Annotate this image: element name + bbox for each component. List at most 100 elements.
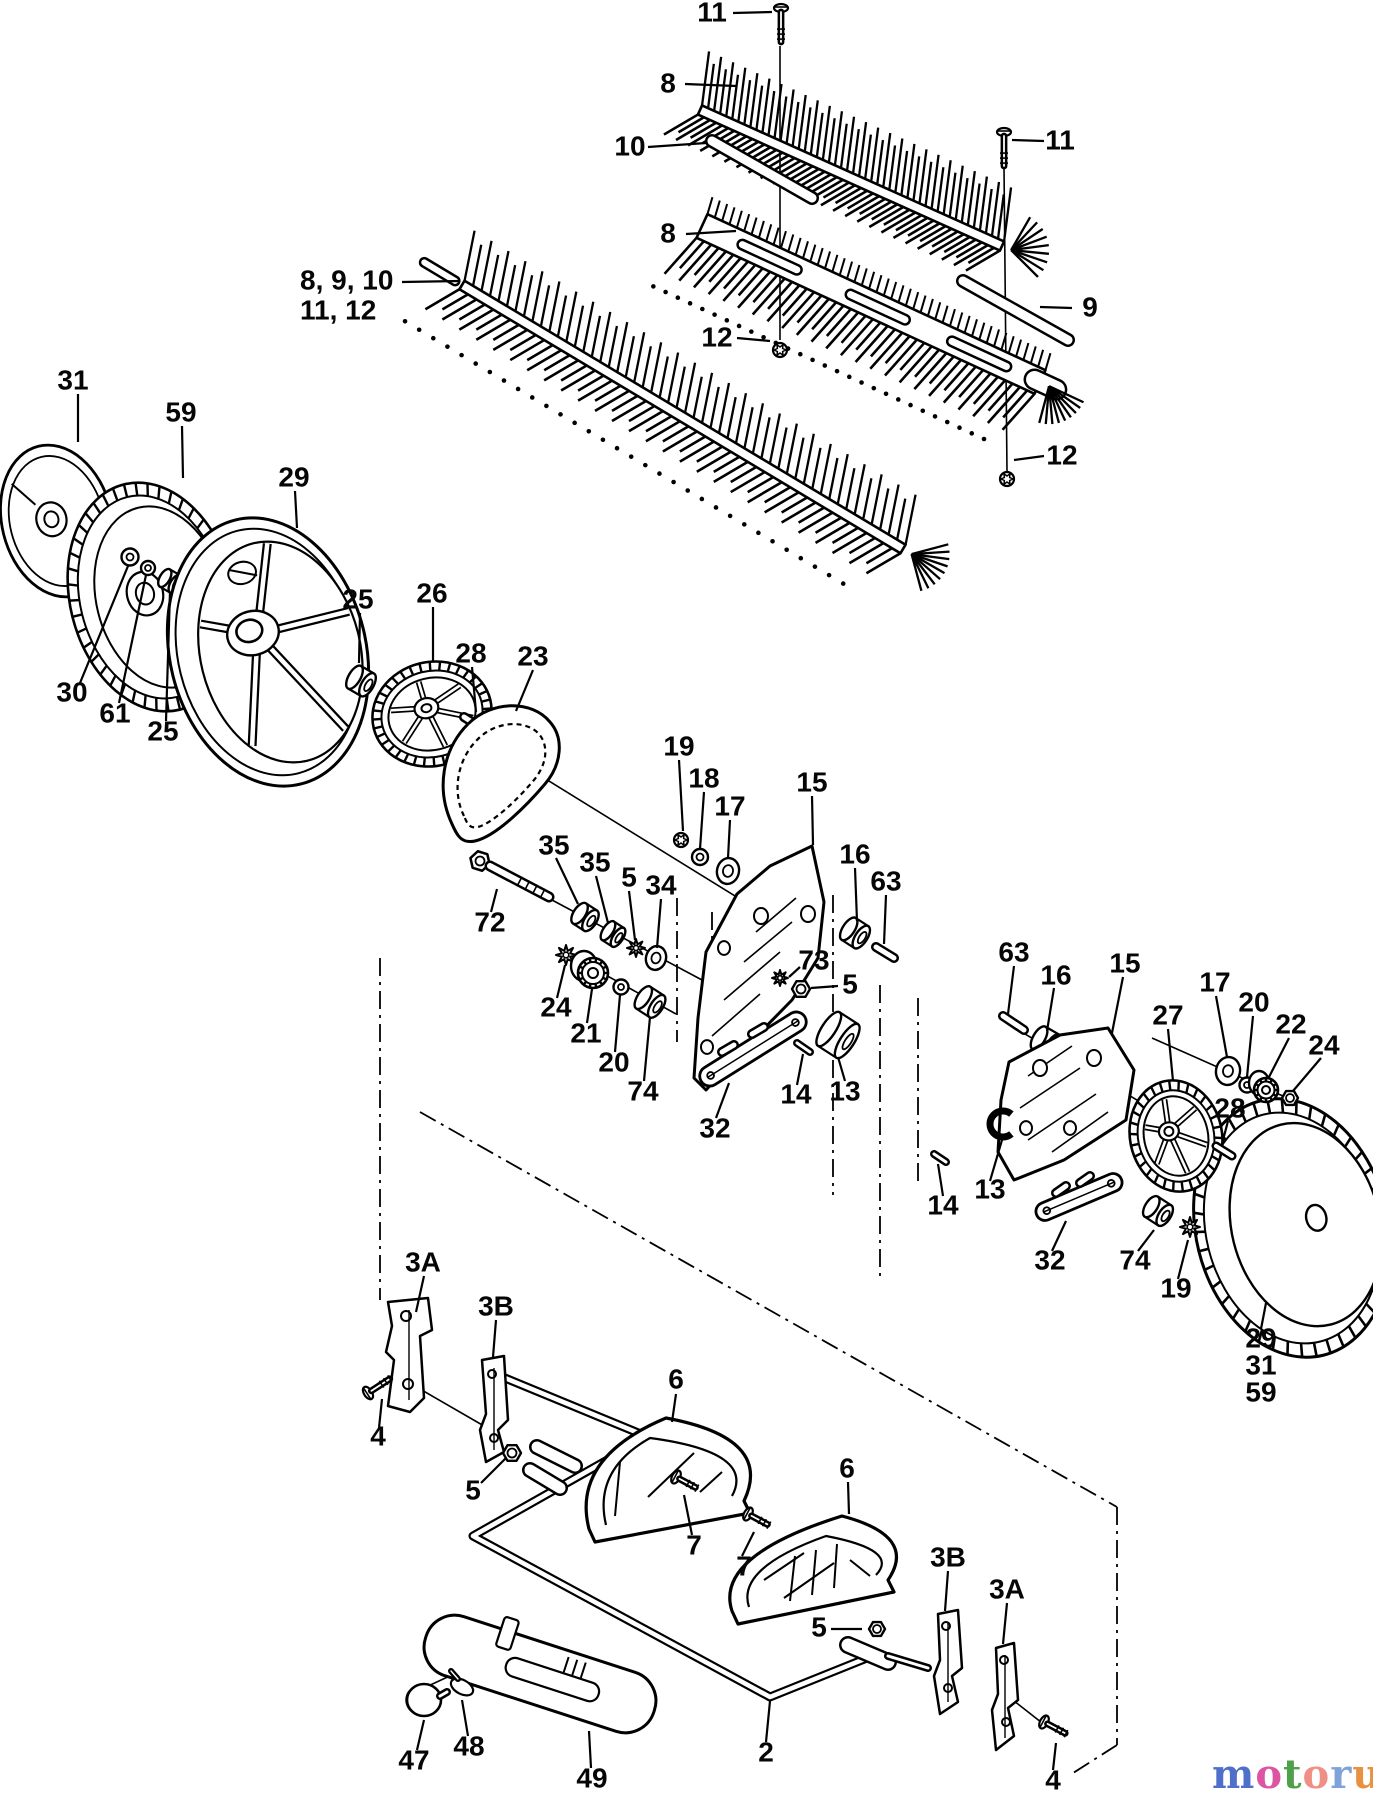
screw-7-left (670, 1469, 700, 1493)
part-label-28-48: 28 (1214, 1092, 1245, 1123)
part-label-11-3: 11 (1045, 124, 1075, 155)
part-label-5-60: 5 (465, 1474, 481, 1505)
bar-boss-c (1051, 1181, 1071, 1198)
part-label-12-8: 12 (701, 321, 732, 352)
part-label-17-43: 17 (1199, 966, 1230, 997)
side-plate-15-left (692, 844, 826, 1092)
drive-belt-23 (441, 704, 561, 844)
part-label-61-14: 61 (99, 697, 130, 728)
part-label-25-15: 25 (147, 715, 178, 746)
pin-48 (448, 1668, 475, 1697)
screw-4-left-g (361, 1374, 394, 1401)
sprocket-27-g (1128, 1079, 1224, 1193)
screw-11-left (772, 2, 790, 46)
part-label-32-51: 32 (1034, 1244, 1065, 1275)
part-label-25-16: 25 (342, 583, 373, 614)
bar-boss-a (717, 1040, 739, 1057)
bushing-35-a (570, 901, 600, 933)
part-label-19-20: 19 (663, 730, 694, 761)
flat-washer-34 (644, 944, 668, 972)
bushing-16 (838, 916, 872, 950)
brush-row-lower-8 (402, 230, 950, 592)
part-label-59-11: 59 (165, 396, 196, 427)
bracket-3B-right (932, 1608, 964, 1716)
part-label-47-69: 47 (398, 1744, 429, 1775)
washer-61 (139, 559, 157, 577)
bracket-3A-left (384, 1296, 434, 1414)
bar-boss-d (1075, 1171, 1095, 1188)
wheel-cover-6-right (728, 1514, 899, 1626)
part-label-13-50: 13 (974, 1173, 1005, 1204)
part-label-3B-66: 3B (930, 1541, 966, 1572)
watermark-letter: r (1330, 1751, 1352, 1798)
side-plate-15-right (996, 1026, 1136, 1182)
bushing-35-a-g (570, 901, 600, 933)
washer-61-g (139, 559, 157, 577)
part-label-6-61: 6 (668, 1363, 684, 1394)
part-label-32-37: 32 (699, 1112, 730, 1143)
flat-washer-20-g (612, 978, 630, 996)
roller-13-left-g (815, 1010, 861, 1060)
pin-14-right (930, 1150, 950, 1166)
part-label-13-39: 13 (829, 1075, 860, 1106)
part-label-59-56: 59 (1245, 1376, 1276, 1407)
part-label-10-2: 10 (614, 130, 645, 161)
watermark-letter: o (1255, 1751, 1283, 1798)
pin-63-right (998, 1011, 1029, 1035)
pulley-74-right-g (1141, 1194, 1175, 1228)
nut-5-mid (790, 980, 812, 998)
part-label-11-0: 11 (697, 0, 727, 27)
screw-11-right (995, 126, 1013, 170)
fastener-12-left (771, 341, 789, 359)
watermark-motoruf: motoruf.de (1212, 1751, 1373, 1798)
lock-washer-5-a (626, 938, 646, 958)
part-label-29-54: 29 (1245, 1322, 1276, 1353)
part-label-63-40: 63 (998, 936, 1029, 967)
tube-sleeve (839, 1636, 897, 1671)
screw-7-right-g (742, 1506, 772, 1530)
part-label-21-34: 21 (570, 1017, 601, 1048)
flat-washer-17 (715, 856, 741, 886)
pulley-74-right (1141, 1194, 1175, 1228)
pulley-74 (633, 985, 667, 1019)
part-label-16-24: 16 (839, 838, 870, 869)
spoked-wheel-29 (165, 516, 371, 788)
part-label-6-64: 6 (839, 1452, 855, 1483)
pinion-gear-22-g (1252, 1076, 1280, 1104)
flat-washer-18 (690, 847, 710, 867)
part-label-15-23: 15 (796, 766, 827, 797)
part-label-7-62: 7 (686, 1529, 702, 1560)
part-label-16-41: 16 (1040, 959, 1071, 990)
part-label-30-13: 30 (56, 676, 87, 707)
part-label-31-55: 31 (1245, 1349, 1276, 1380)
roller-13-left (815, 1010, 861, 1060)
part-label-3A-67: 3A (989, 1573, 1025, 1604)
spacer-rod-10 (705, 134, 819, 205)
washer-30-g (120, 547, 140, 567)
flat-washer-20 (612, 978, 630, 996)
part-label-4-72: 4 (1045, 1764, 1061, 1795)
c-washer-13-right (986, 1107, 1014, 1141)
gear-wheel-29-31-59 (1192, 1097, 1373, 1359)
screw-4-right-g (1038, 1714, 1069, 1738)
screw-11-left-g (772, 2, 790, 46)
screw-4-right (1038, 1714, 1069, 1738)
part-label-26-17: 26 (416, 577, 447, 608)
part-label-4-59: 4 (370, 1420, 386, 1451)
part-label-12-9: 12 (1046, 439, 1077, 470)
push-nut-19 (672, 831, 690, 849)
fastener-12-right (998, 470, 1016, 488)
washer-30 (120, 547, 140, 567)
part-label-24-46: 24 (1308, 1029, 1340, 1060)
nut-5-right (867, 1620, 887, 1638)
flat-washer-34-g (644, 944, 668, 972)
part-label-34-29: 34 (645, 869, 677, 900)
part-label-14-49: 14 (927, 1189, 959, 1220)
flat-washer-17-right (1214, 1055, 1242, 1087)
part-label-74-36: 74 (627, 1075, 659, 1106)
part-label-8-1: 8 (660, 67, 676, 98)
bushing-35-b-g (599, 919, 627, 949)
carriage-bolt-72 (469, 849, 555, 903)
clip-19-right (1179, 1216, 1201, 1238)
